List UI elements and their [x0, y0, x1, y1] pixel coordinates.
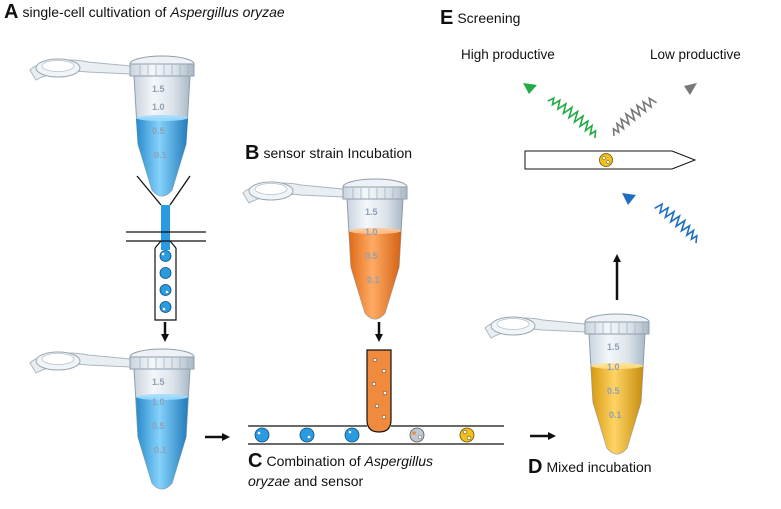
tube-b-tick-3: 0.5 [365, 251, 378, 261]
tube-a-bottom-tick-4: 0.1 [154, 445, 167, 455]
droplet-generator-a [126, 175, 206, 321]
low-productive-label: Low productive [650, 47, 741, 62]
panel-e-letter: E [440, 7, 454, 29]
panel-c-label-line2: oryzae and sensor [248, 473, 363, 490]
panel-a-italic: Aspergillus oryzae [170, 4, 285, 20]
panel-a-letter: A [4, 1, 19, 23]
panel-b-text: sensor strain Incubation [263, 145, 413, 161]
detection-capillary [524, 150, 697, 170]
panel-d-text: Mixed incubation [546, 459, 652, 475]
panel-d-letter: D [528, 456, 543, 478]
tube-b-tick-1: 1.5 [365, 207, 378, 217]
high-productive-emission [523, 83, 597, 139]
high-productive-label: High productive [461, 47, 555, 62]
panel-b-letter: B [245, 142, 260, 164]
panel-c-italic-1: Aspergillus [364, 453, 433, 469]
tube-a-bottom-tick-2: 1.0 [152, 397, 165, 407]
tube-d-tick-3: 0.5 [607, 386, 620, 396]
tube-a-top: 1.5 1.0 0.5 0.1 [29, 55, 195, 197]
panel-c-italic-2: oryzae [248, 473, 291, 489]
tube-b-tick-4: 0.1 [367, 275, 380, 285]
panel-e-text: Screening [457, 10, 521, 26]
tube-d-tick-4: 0.1 [609, 410, 622, 420]
tube-a-top-tick-1: 1.5 [152, 84, 165, 94]
low-productive-emission [612, 83, 697, 137]
tube-a-top-tick-3: 0.5 [152, 126, 165, 136]
tube-d-tick-1: 1.5 [607, 342, 620, 352]
panel-c-letter: C [248, 450, 263, 472]
excitation-light [622, 193, 698, 244]
panel-c-text-2: and sensor [290, 473, 364, 489]
panel-a-text: single-cell cultivation of [22, 4, 171, 20]
tube-a-bottom-tick-3: 0.5 [152, 421, 165, 431]
tube-b-tick-2: 1.0 [365, 227, 378, 237]
tube-b: 1.5 1.0 0.5 0.1 [242, 178, 408, 320]
tube-d-tick-2: 1.0 [607, 362, 620, 372]
tube-d: 1.5 1.0 0.5 0.1 [484, 313, 650, 455]
tube-a-top-tick-4: 0.1 [154, 150, 167, 160]
panel-c-text: Combination of [266, 453, 365, 469]
tube-a-bottom-tick-1: 1.5 [152, 377, 165, 387]
tube-a-bottom: 1.5 1.0 0.5 0.1 [29, 348, 195, 490]
tube-a-top-tick-2: 1.0 [152, 102, 165, 112]
merging-channel [248, 349, 504, 445]
